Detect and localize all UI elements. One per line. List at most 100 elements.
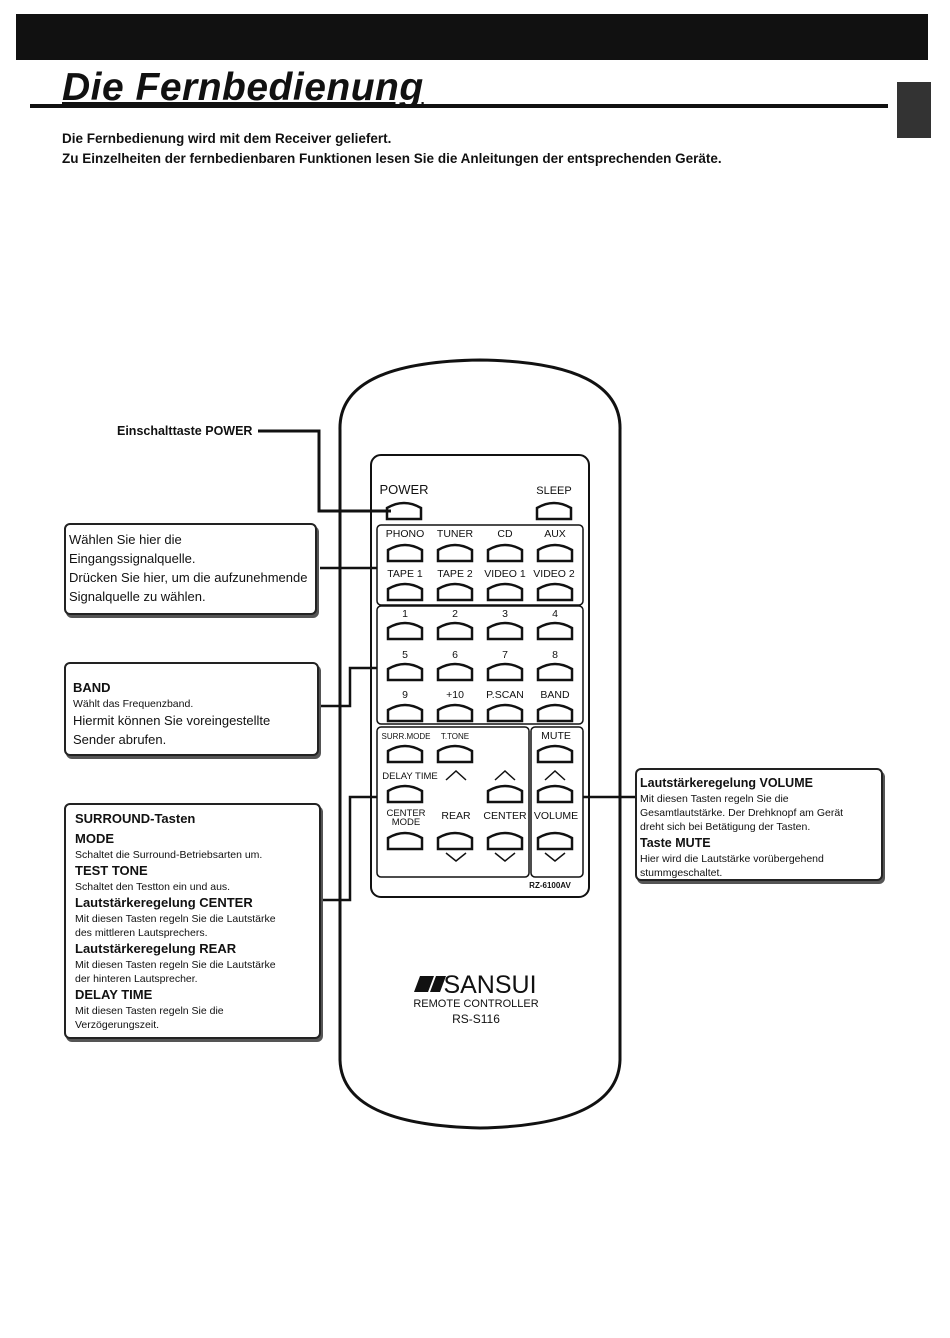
surround-testtone-desc: Schaltet den Testton ein und aus. (75, 881, 231, 893)
input-line-1: Wählen Sie hier die (69, 532, 182, 547)
num-2-button[interactable] (436, 621, 474, 641)
surround-center-desc-2: des mittleren Lautsprechers. (75, 927, 208, 939)
cd-button[interactable] (486, 543, 524, 563)
surround-testtone-title: TEST TONE (75, 863, 148, 878)
label-sleep: SLEEP (536, 485, 571, 497)
label-t-tone: T.TONE (441, 732, 469, 741)
down-arrow-icon (544, 852, 566, 862)
tape2-button[interactable] (436, 582, 474, 602)
surround-center-title: Lautstärkeregelung CENTER (75, 895, 253, 910)
label-tape2: TAPE 2 (437, 568, 473, 580)
surround-delay-desc-2: Verzögerungszeit. (75, 1019, 160, 1031)
mute-button[interactable] (536, 744, 574, 764)
plus10-button[interactable] (436, 703, 474, 723)
aux-button[interactable] (536, 543, 574, 563)
down-arrow-icon (445, 852, 467, 862)
callout-input-box: Wählen Sie hier die Eingangssignalquelle… (64, 523, 317, 615)
mute-desc-1: Hier wird die Lautstärke vorübergehend (640, 853, 824, 865)
label-surr-mode: SURR.MODE (382, 732, 431, 741)
surround-mode-title: MODE (75, 831, 114, 846)
mute-desc-2: stummgeschaltet. (640, 867, 723, 879)
header-bar (16, 14, 928, 60)
label-rear: REAR (441, 810, 471, 822)
label-center: CENTER (483, 810, 527, 822)
input-section (376, 524, 584, 606)
center-down-button[interactable] (486, 831, 524, 851)
sansui-logo-icon (414, 976, 446, 992)
tuner-button[interactable] (436, 543, 474, 563)
band-desc: Wählt das Frequenzband. (73, 698, 194, 710)
center-up-button[interactable] (486, 784, 524, 804)
volume-section (530, 726, 584, 878)
power-button[interactable] (385, 501, 423, 521)
label-tape1: TAPE 1 (387, 568, 423, 580)
page-title: Die Fernbedienung (62, 66, 424, 109)
up-arrow-icon (445, 769, 467, 781)
num-4-button[interactable] (536, 621, 574, 641)
num-9-button[interactable] (386, 703, 424, 723)
num-6-button[interactable] (436, 662, 474, 682)
delay-up-button[interactable] (386, 784, 424, 804)
up-arrow-icon (494, 769, 516, 781)
label-4: 4 (552, 608, 558, 620)
band-extra-2: Sender abrufen. (73, 732, 167, 747)
intro-line-2: Zu Einzelheiten der fernbedienbaren Funk… (62, 151, 722, 166)
surround-mode-desc: Schaltet die Surround-Betriebsarten um. (75, 849, 263, 861)
phono-button[interactable] (386, 543, 424, 563)
label-power: POWER (379, 482, 428, 497)
label-cd: CD (497, 528, 513, 540)
label-2: 2 (452, 608, 458, 620)
sleep-button[interactable] (535, 501, 573, 521)
pscan-button[interactable] (486, 703, 524, 723)
surround-rear-title: Lautstärkeregelung REAR (75, 941, 237, 956)
surround-delay-title: DELAY TIME (75, 987, 153, 1002)
label-6: 6 (452, 649, 458, 661)
video2-button[interactable] (536, 582, 574, 602)
surround-center-desc-1: Mit diesen Tasten regeln Sie die Lautstä… (75, 913, 276, 925)
surround-rear-desc-1: Mit diesen Tasten regeln Sie die Lautstä… (75, 959, 276, 971)
num-1-button[interactable] (386, 621, 424, 641)
label-center-mode-1: CENTER (386, 808, 425, 819)
label-delay-time: DELAY TIME (382, 771, 437, 782)
test-tone-button[interactable] (436, 744, 474, 764)
control-panel (370, 454, 590, 898)
input-line-2: Eingangssignalquelle. (69, 551, 196, 566)
label-model: RZ-6100AV (529, 881, 571, 890)
input-line-4: Signalquelle zu wählen. (69, 589, 206, 604)
volume-desc-3: dreht sich bei Betätigung der Tasten. (640, 821, 811, 833)
surround-title: SURROUND-Tasten (75, 811, 196, 826)
label-pscan: P.SCAN (486, 689, 524, 701)
volume-down-button[interactable] (536, 831, 574, 851)
tape1-button[interactable] (386, 582, 424, 602)
surround-delay-desc-1: Mit diesen Tasten regeln Sie die (75, 1005, 224, 1017)
volume-up-button[interactable] (536, 784, 574, 804)
num-3-button[interactable] (486, 621, 524, 641)
num-5-button[interactable] (386, 662, 424, 682)
volume-title: Lautstärkeregelung VOLUME (640, 776, 813, 790)
num-8-button[interactable] (536, 662, 574, 682)
label-8: 8 (552, 649, 558, 661)
label-center-mode-2: MODE (392, 817, 421, 828)
label-volume: VOLUME (534, 810, 578, 822)
label-5: 5 (402, 649, 408, 661)
label-video2: VIDEO 2 (533, 568, 575, 580)
mute-title: Taste MUTE (640, 836, 711, 850)
callout-surround-box: SURROUND-Tasten MODE Schaltet die Surrou… (64, 803, 321, 1039)
surr-mode-button[interactable] (386, 744, 424, 764)
callout-power: Einschalttaste POWER (117, 424, 253, 438)
band-button[interactable] (536, 703, 574, 723)
rear-down-button[interactable] (436, 831, 474, 851)
label-plus10: +10 (446, 689, 464, 701)
band-title: BAND (73, 680, 111, 695)
callout-volume-box: Lautstärkeregelung VOLUME Mit diesen Tas… (635, 768, 883, 881)
number-section (376, 605, 584, 725)
center-mode-button[interactable] (386, 831, 424, 851)
brand-logo-text: SANSUI (443, 971, 536, 999)
label-9: 9 (402, 689, 408, 701)
volume-desc-1: Mit diesen Tasten regeln Sie die (640, 793, 789, 805)
label-3: 3 (502, 608, 508, 620)
video1-button[interactable] (486, 582, 524, 602)
intro-line-1: Die Fernbedienung wird mit dem Receiver … (62, 131, 392, 146)
num-7-button[interactable] (486, 662, 524, 682)
label-aux: AUX (544, 528, 566, 540)
